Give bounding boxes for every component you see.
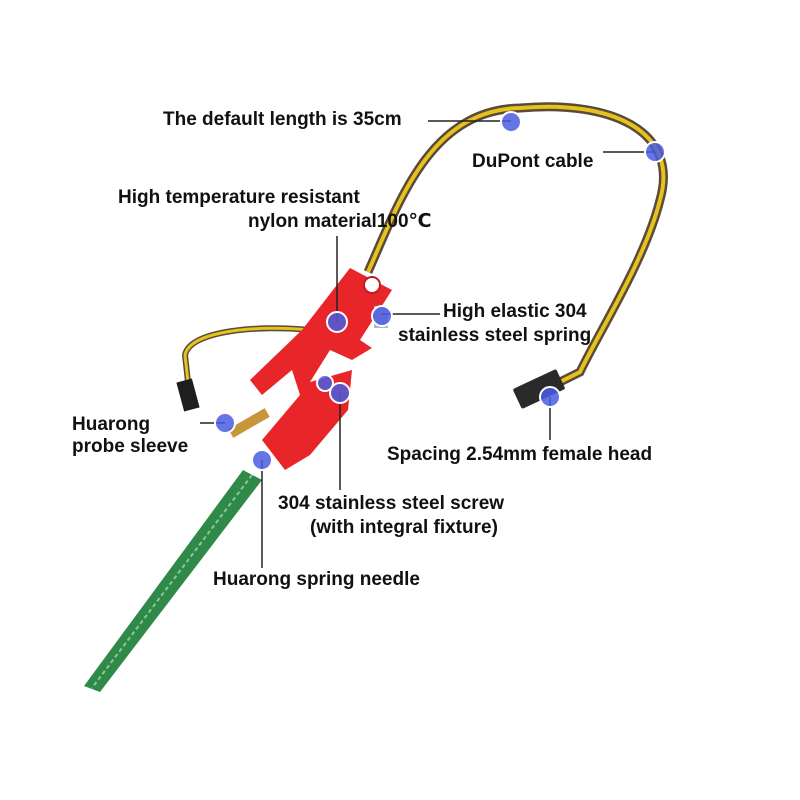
marker-dot xyxy=(500,111,522,133)
marker-dot xyxy=(326,311,348,333)
clip-cable-hole xyxy=(363,276,381,294)
brass-fixture xyxy=(228,408,270,438)
label-dupont-cable: DuPont cable xyxy=(472,151,594,172)
label-spring-needle: Huarong spring needle xyxy=(213,569,420,590)
label-screw-line2: (with integral fixture) xyxy=(310,517,498,538)
label-female-head: Spacing 2.54mm female head xyxy=(387,444,653,465)
female-head-connector xyxy=(513,369,565,409)
marker-dot xyxy=(214,412,236,434)
label-spring-line1: High elastic 304 xyxy=(443,301,587,322)
label-nylon-line1: High temperature resistant xyxy=(118,187,360,208)
label-spring-line2: stainless steel spring xyxy=(398,325,592,346)
pcb-trace xyxy=(91,474,253,689)
label-sleeve-line1: Huarong xyxy=(72,414,151,435)
pcb-probe xyxy=(84,470,262,692)
red-clip xyxy=(250,268,392,470)
marker-dot xyxy=(251,449,273,471)
marker-dot xyxy=(316,374,334,392)
marker-dots xyxy=(214,111,666,471)
label-sleeve-line2: probe sleeve xyxy=(72,436,189,457)
marker-dot xyxy=(371,305,393,327)
marker-dot xyxy=(539,386,561,408)
dupont-cable-stripe xyxy=(366,104,666,390)
side-wire-stripe xyxy=(183,326,311,383)
label-default-length: The default length is 35cm xyxy=(163,109,402,130)
marker-dot xyxy=(329,382,351,404)
marker-dot xyxy=(644,141,666,163)
probe-sleeve-connector xyxy=(176,378,200,412)
label-screw-line1: 304 stainless steel screw xyxy=(278,493,505,514)
label-nylon-line2: nylon material100℃ xyxy=(248,211,432,232)
